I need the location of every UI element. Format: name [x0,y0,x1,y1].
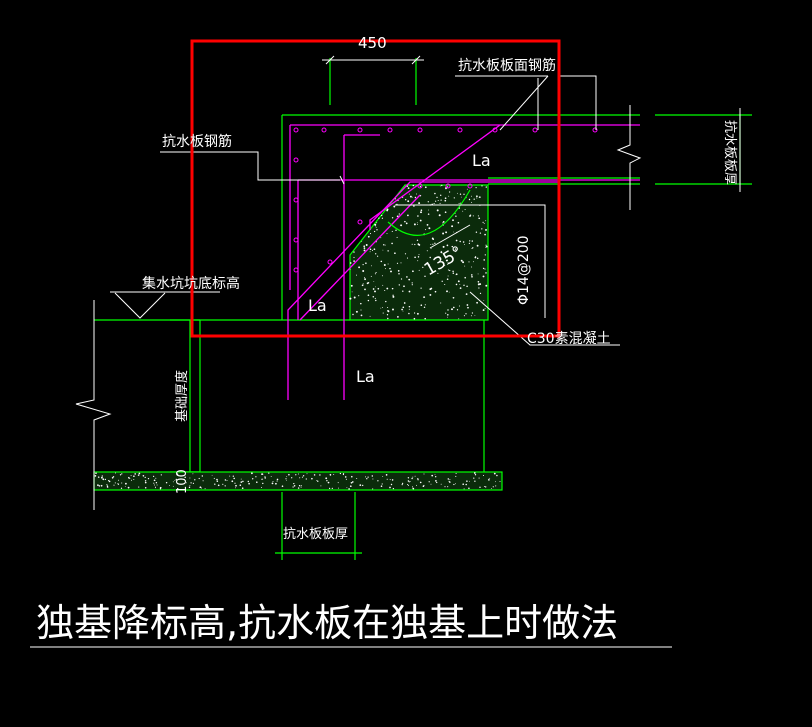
angle-arc [387,189,471,236]
rebar-lines [287,124,640,400]
concrete-label: C30素混凝土 [527,331,611,347]
slab-rebar-label: 抗水板钢筋 [162,133,232,150]
dim-100-label: 100 [175,469,190,494]
cushion-layer [93,471,503,491]
slab-thickness-right-label: 抗水板板厚 [722,120,737,185]
slab-thickness-bottom-label: 抗水板板厚 [283,527,348,542]
page-title: 独基降标高,抗水板在独基上时做法 [36,601,618,645]
bar-spec-label: Φ14@200 [516,235,532,305]
dim-450-label: 450 [358,34,387,52]
rebar-dots [293,127,598,273]
la-upper-label: La [472,151,491,170]
la-lower-label: La [356,367,375,386]
highlight-box [190,39,561,338]
foundation-depth-label: 基础厚度 [174,370,190,422]
annotation-lines [75,55,741,510]
la-left-label: La [308,296,327,315]
sump-bottom-elev-label: 集水坑坑底标高 [142,275,240,292]
top-face-bar-label: 抗水板板面钢筋 [458,57,556,74]
